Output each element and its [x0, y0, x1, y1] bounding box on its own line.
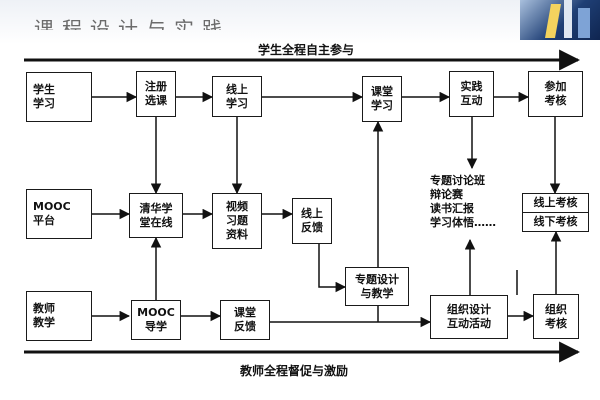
- node-topic-activities-list: 专题讨论班 辩论赛 读书汇报 学习体悟……: [430, 174, 496, 229]
- node-tsinghua-online: 清华学 堂在线: [129, 193, 183, 238]
- node-online-study: 线上 学习: [212, 76, 262, 117]
- node-online-exam: 线上考核: [523, 194, 588, 213]
- top-banner-label: 学生全程自主参与: [258, 43, 355, 57]
- node-online-feedback: 线上 反馈: [292, 198, 332, 244]
- node-join-exam: 参加 考核: [528, 71, 583, 117]
- node-class-feedback: 课堂 反馈: [220, 300, 270, 340]
- node-mooc-guide: MOOC 导学: [131, 300, 181, 340]
- slide-title-fragment: 课程设计与实践: [34, 17, 230, 30]
- slide-header: [0, 0, 600, 44]
- header-decorative-image: [520, 0, 600, 40]
- row-teacher-teaching: 教师 教学: [26, 291, 92, 341]
- node-organize-activity: 组织设计 互动活动: [430, 295, 508, 339]
- row-mooc-platform: MOOC 平台: [26, 189, 92, 239]
- edge-online-feedback-topic-design: [318, 244, 347, 293]
- node-organize-exam: 组织 考核: [533, 294, 579, 339]
- node-topic-design-teaching: 专题设计 与教学: [345, 267, 409, 306]
- node-exam-box: 线上考核 线下考核: [522, 193, 589, 232]
- node-register-course: 注册 选课: [136, 71, 176, 117]
- node-offline-exam: 线下考核: [533, 215, 578, 228]
- node-video-resources: 视频 习题 资料: [212, 193, 262, 249]
- bottom-banner-label: 教师全程督促与激励: [240, 364, 349, 378]
- row-student-learning: 学生 学习: [26, 72, 92, 122]
- node-classroom-study: 课堂 学习: [362, 76, 402, 122]
- node-practice-interaction: 实践 互动: [449, 71, 494, 117]
